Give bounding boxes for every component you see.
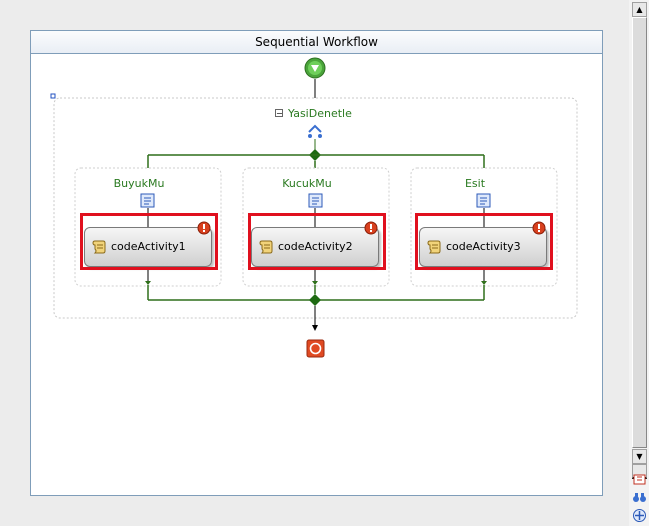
end-icon [306, 339, 325, 358]
code-activity-icon [92, 240, 106, 254]
scroll-up-button[interactable]: ▲ [632, 2, 647, 17]
highlight-box-1 [80, 213, 218, 270]
start-icon [304, 57, 326, 79]
pan-icon[interactable] [632, 509, 647, 522]
highlight-box-2 [248, 213, 386, 270]
branch-icon [476, 193, 491, 208]
branch-icon [140, 193, 155, 208]
vertical-scrollbar[interactable]: ▲ ▼ [629, 0, 649, 526]
branch-label-2: KucukMu [282, 177, 332, 190]
code-activity-icon [259, 240, 273, 254]
code-activity-2[interactable]: codeActivity2 [251, 221, 379, 267]
branch-icon [308, 193, 323, 208]
error-icon[interactable] [364, 221, 378, 235]
binoculars-icon[interactable] [632, 491, 647, 504]
scroll-thumb[interactable] [632, 17, 647, 448]
code-activity-1[interactable]: codeActivity1 [84, 221, 212, 267]
activity-label: codeActivity3 [446, 240, 521, 253]
ifelse-collapse-button[interactable]: − [275, 109, 283, 118]
fit-icon[interactable] [632, 473, 647, 486]
error-icon[interactable] [197, 221, 211, 235]
connector-layer [50, 57, 578, 358]
ifelse-icon [308, 124, 322, 138]
code-activity-icon [427, 240, 441, 254]
selection-handle[interactable] [50, 93, 56, 99]
branch-container-2[interactable] [242, 167, 390, 287]
designer-canvas: Sequential Workflow [30, 30, 603, 496]
activity-label: codeActivity2 [278, 240, 353, 253]
workflow-title: Sequential Workflow [31, 31, 602, 54]
ifelse-label: YasiDenetle [288, 107, 352, 120]
branch-label-1: BuyukMu [113, 177, 165, 190]
scroll-down-button[interactable]: ▼ [632, 449, 647, 464]
code-activity-3[interactable]: codeActivity3 [419, 221, 547, 267]
activity-label: codeActivity1 [111, 240, 186, 253]
branch-label-3: Esit [464, 177, 486, 190]
error-icon[interactable] [532, 221, 546, 235]
highlight-box-3 [415, 213, 553, 270]
